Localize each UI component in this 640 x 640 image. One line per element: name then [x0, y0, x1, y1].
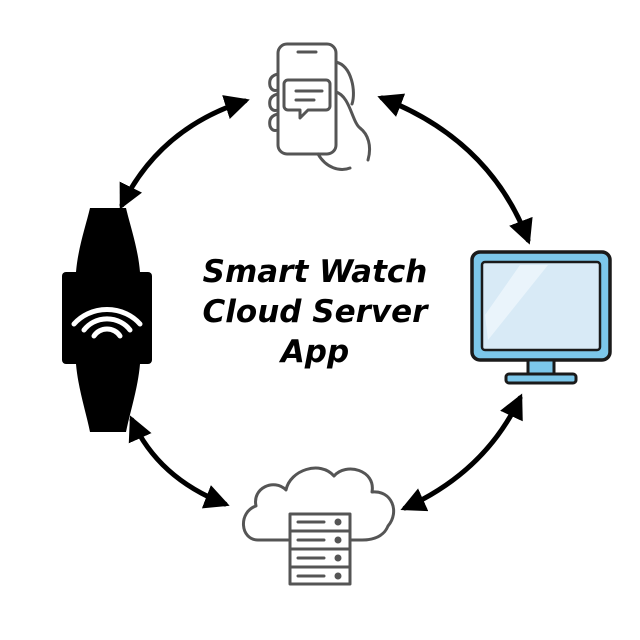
cloud-outline — [242, 466, 395, 542]
server-rack-icon — [288, 512, 352, 586]
center-label: Smart Watch Cloud Server App — [180, 252, 450, 372]
phone-body — [276, 42, 338, 156]
arrow-watch-phone — [119, 95, 250, 210]
cloud-server-icon — [242, 466, 395, 586]
desktop-monitor-icon — [470, 250, 612, 385]
arrow-monitor-cloud — [400, 393, 523, 512]
hand-thumb — [334, 60, 355, 106]
hand-fingers — [268, 72, 280, 132]
hand-palm — [334, 90, 372, 162]
hand-wrist — [316, 152, 352, 171]
smartwatch-icon — [62, 208, 152, 432]
connector-arrows — [119, 93, 533, 512]
center-label-line2: Cloud Server — [202, 294, 428, 330]
center-label-line3: App — [280, 334, 350, 370]
center-label-line1: Smart Watch — [202, 254, 428, 290]
monitor-base — [504, 372, 578, 385]
wireless-signal-icon — [71, 307, 143, 339]
arrow-cloud-watch — [128, 415, 230, 509]
phone-in-hand-icon — [268, 42, 372, 171]
watch-strap-bottom — [76, 364, 140, 432]
screen-glare — [485, 265, 548, 340]
chat-bubble-icon — [282, 78, 332, 120]
watch-strap-top — [76, 208, 140, 272]
monitor-neck — [526, 358, 556, 376]
arrow-phone-monitor — [377, 93, 533, 245]
